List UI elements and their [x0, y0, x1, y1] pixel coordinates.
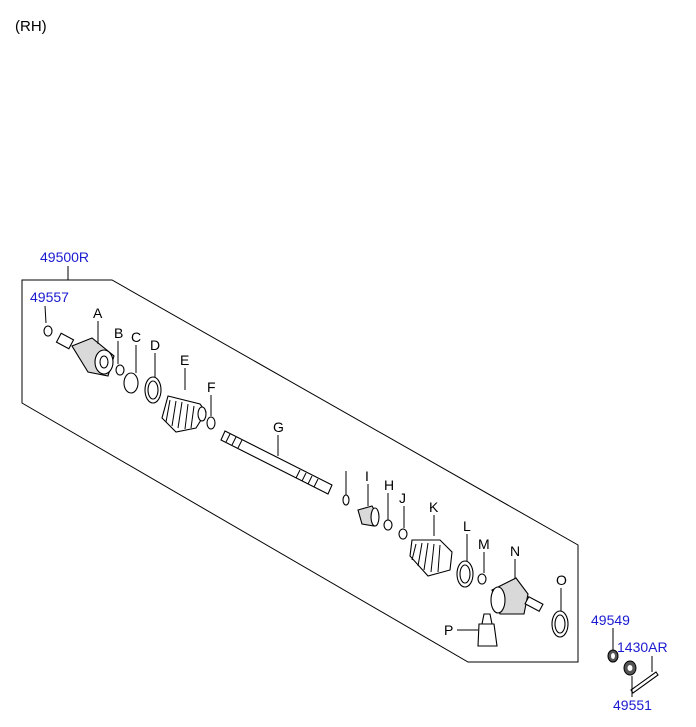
label-f: F	[207, 379, 216, 395]
label-i: I	[365, 468, 369, 484]
part-number-49549[interactable]: 49549	[591, 612, 630, 628]
part-p-grease	[477, 613, 498, 647]
part-g-shaft	[220, 430, 333, 495]
part-b-ring	[115, 364, 125, 376]
label-a: A	[93, 305, 103, 321]
label-g: G	[273, 419, 284, 435]
label-h: H	[384, 477, 394, 493]
label-e: E	[180, 352, 189, 368]
part-a-cv-joint	[55, 332, 115, 377]
shaft-circlip	[342, 494, 350, 506]
part-number-1430ar[interactable]: 1430AR	[617, 639, 668, 655]
part-j-band	[398, 528, 408, 540]
nut-icon	[607, 649, 619, 663]
label-p: P	[444, 622, 453, 638]
part-n-inner-joint	[490, 577, 544, 615]
assembly-part-number[interactable]: 49500R	[40, 249, 89, 265]
part-number-49557[interactable]: 49557	[30, 289, 69, 305]
circlip	[43, 325, 53, 337]
label-o: O	[556, 572, 567, 588]
part-m-band	[477, 573, 487, 585]
label-b: B	[114, 325, 123, 341]
part-h-band	[383, 519, 393, 531]
label-n: N	[510, 543, 520, 559]
label-k: K	[429, 499, 439, 515]
assembly-frame	[21, 279, 579, 663]
part-f-band	[206, 416, 216, 430]
split-pin-icon	[630, 671, 659, 694]
label-d: D	[150, 337, 160, 353]
label-m: M	[478, 536, 490, 552]
part-number-49551[interactable]: 49551	[613, 697, 652, 713]
label-l: L	[463, 518, 471, 534]
part-k-boot	[409, 539, 453, 577]
side-label: (RH)	[15, 18, 47, 35]
part-c-ring	[123, 372, 139, 394]
label-j: J	[399, 490, 406, 506]
label-c: C	[131, 329, 141, 345]
part-i-damper	[357, 505, 380, 527]
part-e-boot	[161, 395, 207, 433]
